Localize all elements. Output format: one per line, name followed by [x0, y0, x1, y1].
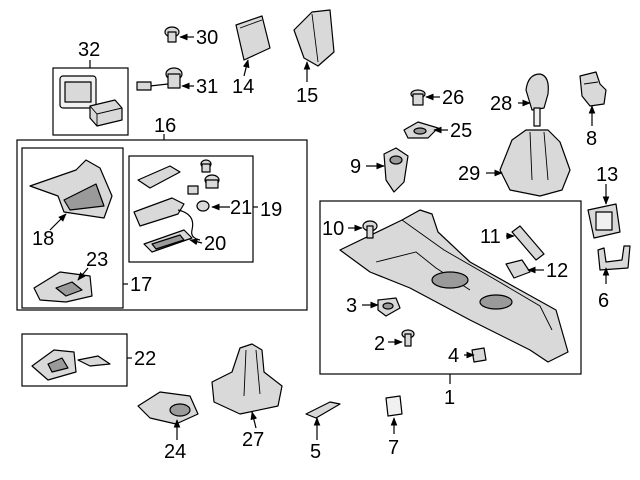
part-9-boot [383, 147, 409, 193]
callout-6: 6 [598, 290, 609, 312]
callout-32: 32 [78, 39, 100, 61]
part-31-sensor [136, 67, 183, 91]
part-32-display [59, 75, 123, 127]
callout-10: 10 [322, 218, 344, 240]
callout-14: 14 [232, 76, 254, 98]
part-24-surround [137, 391, 199, 425]
callout-1: 1 [444, 387, 455, 409]
group-box-22 [21, 333, 128, 387]
callout-20: 20 [204, 233, 226, 255]
callout-5: 5 [310, 441, 321, 463]
callout-30: 30 [196, 27, 218, 49]
part-29-shift-boot [499, 129, 571, 197]
part-19-switch [187, 159, 220, 195]
callout-27: 27 [242, 429, 264, 451]
group-box-16 [16, 139, 308, 311]
part-28-shift-knob [525, 73, 549, 127]
part-10-screw [362, 220, 378, 239]
part-6-clip-bracket [597, 245, 631, 271]
part-7-label [385, 395, 403, 417]
callout-29: 29 [458, 163, 480, 185]
part-20-panel [143, 229, 193, 253]
callout-3: 3 [346, 295, 357, 317]
callout-labels: 30 14 15 32 31 26 28 8 25 16 9 29 13 18 … [32, 27, 618, 463]
part-11-trim-strip [511, 225, 545, 261]
leader-lines [49, 33, 610, 440]
callout-18: 18 [32, 228, 54, 250]
callout-4: 4 [448, 345, 459, 367]
part-19-cover [137, 165, 181, 189]
group-box-17 [21, 147, 124, 309]
part-15-trim [293, 9, 335, 67]
callout-7: 7 [388, 437, 399, 459]
part-26-clip [410, 89, 426, 106]
callout-2: 2 [374, 333, 385, 355]
callout-28: 28 [490, 93, 512, 115]
part-1-center-console [339, 209, 569, 363]
part-4-bracket [471, 347, 487, 363]
part-25-trim-ring [403, 121, 439, 139]
callout-23: 23 [86, 249, 108, 271]
part-19-harness [133, 197, 201, 241]
callout-31: 31 [196, 76, 218, 98]
callout-11: 11 [480, 226, 501, 248]
callout-16: 16 [154, 115, 176, 137]
callout-24: 24 [164, 441, 186, 463]
group-box-19 [128, 155, 254, 263]
part-21-screw [196, 200, 210, 212]
part-8-bracket [579, 71, 607, 107]
part-2-screw [401, 329, 415, 347]
part-13-bracket [587, 203, 621, 239]
part-12-clip [505, 259, 531, 279]
part-18-bezel [29, 159, 113, 219]
callout-25: 25 [450, 120, 472, 142]
part-30-clip [164, 26, 180, 43]
callout-22: 22 [134, 348, 156, 370]
callout-17: 17 [130, 274, 152, 296]
part-23-bezel [33, 271, 93, 303]
part-5-bracket [305, 401, 341, 419]
part-27-shift-boot [211, 343, 283, 415]
callout-12: 12 [546, 260, 568, 282]
callout-8: 8 [586, 128, 597, 150]
part-14-panel [235, 15, 271, 61]
callout-19: 19 [260, 199, 282, 221]
callout-26: 26 [442, 87, 464, 109]
callout-21: 21 [230, 197, 252, 219]
callout-9: 9 [350, 156, 361, 178]
part-22-bezel [31, 349, 111, 381]
part-3-pad [377, 297, 401, 317]
callout-13: 13 [596, 164, 618, 186]
callout-15: 15 [296, 85, 318, 107]
